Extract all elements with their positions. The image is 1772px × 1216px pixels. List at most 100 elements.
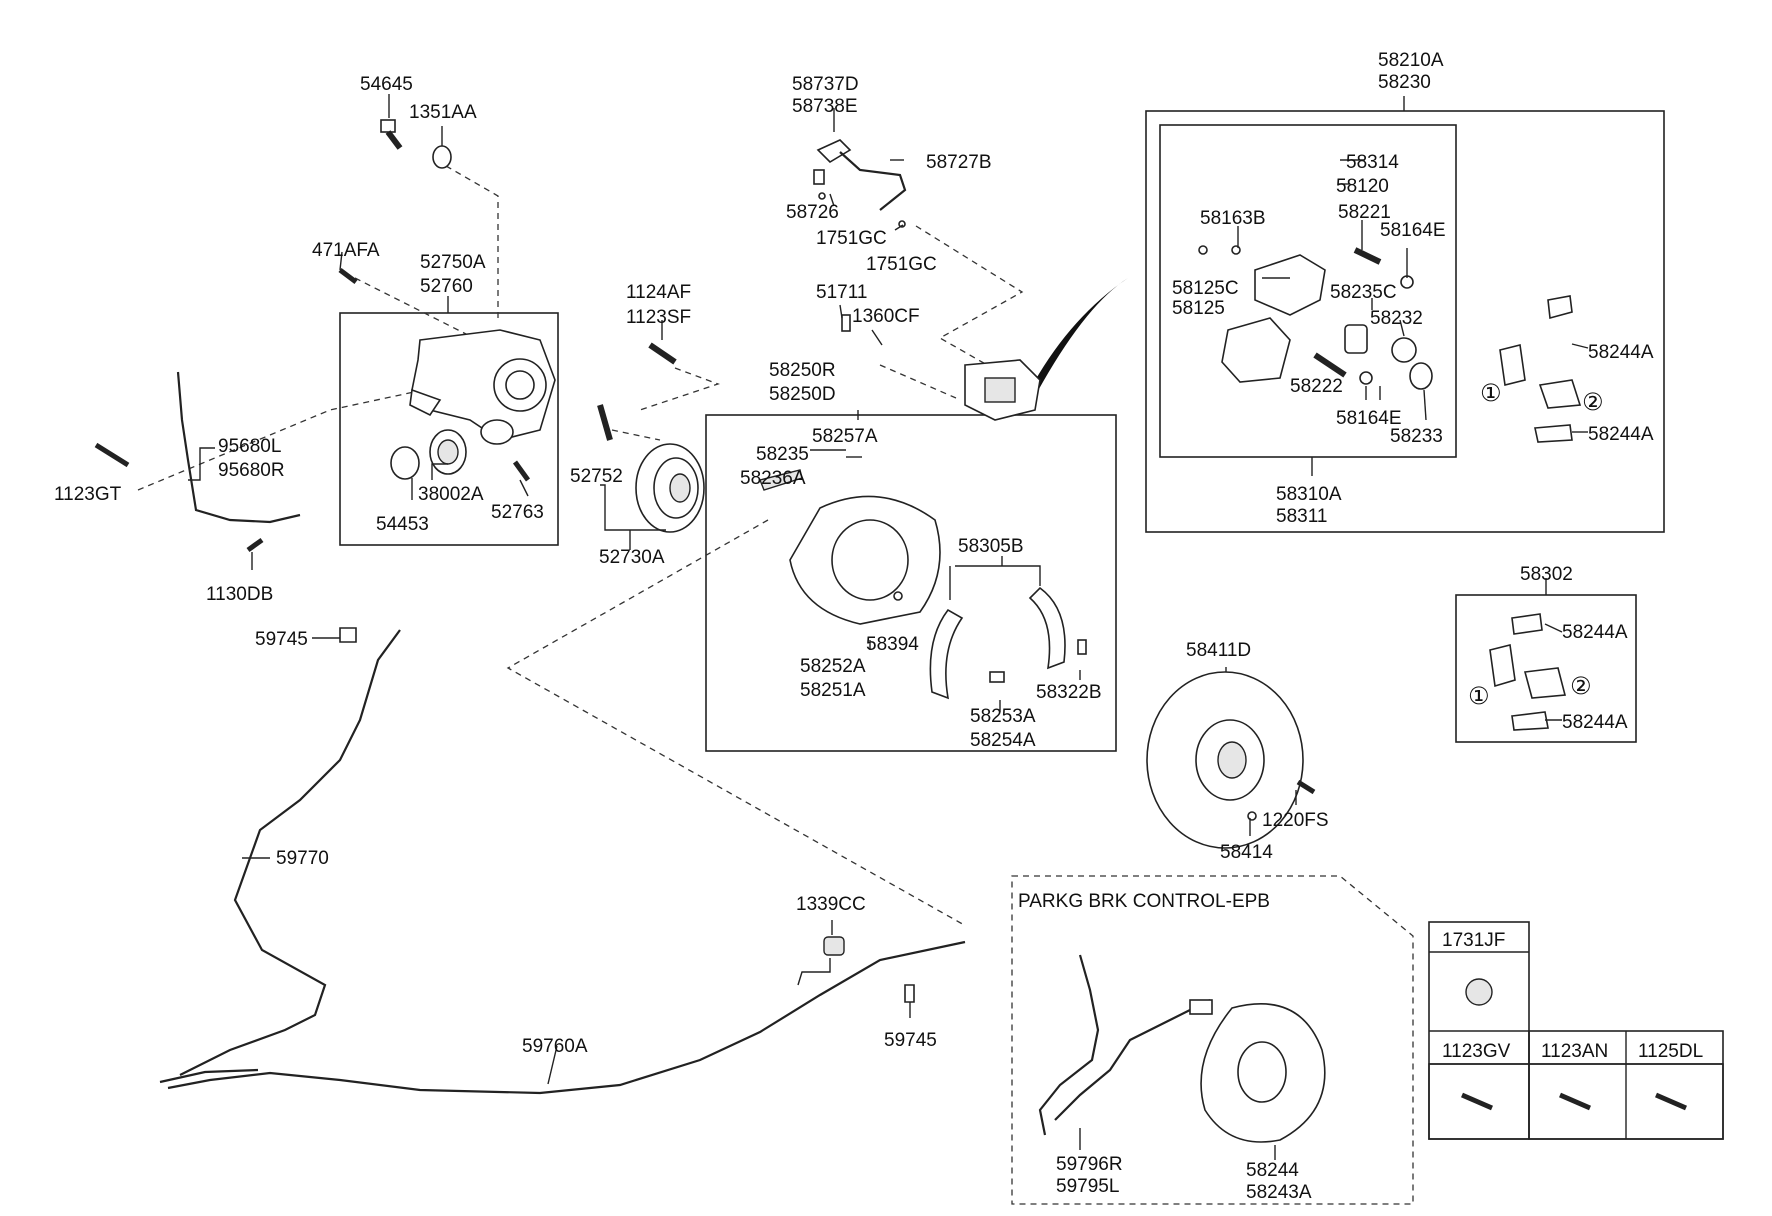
part-label: 59745 xyxy=(255,629,308,650)
part-label: 59770 xyxy=(276,848,329,869)
bolt-1220FS xyxy=(1296,779,1316,795)
part-label: 1123GT xyxy=(54,484,122,505)
part-label: 58251A xyxy=(800,680,866,701)
part-label: 58235 xyxy=(756,444,809,465)
part-label: 58164E xyxy=(1336,408,1402,429)
plug-icon xyxy=(1465,978,1493,1006)
part-label: 58232 xyxy=(1370,308,1423,329)
part-label: 52730A xyxy=(599,547,665,568)
washer-1351AA xyxy=(432,145,452,169)
part-label: 58230 xyxy=(1378,72,1431,93)
part-label: 58244A xyxy=(1588,424,1654,445)
part-label: 1751GC xyxy=(816,228,887,249)
part-label: 58244A xyxy=(1562,712,1628,733)
brake-disc xyxy=(1146,671,1304,849)
part-label: 1339CC xyxy=(796,894,866,915)
bolt-1130DB xyxy=(246,537,264,553)
callout-2: ② xyxy=(1582,389,1604,416)
part-label: 1124AF xyxy=(626,282,691,303)
nut-58414 xyxy=(1247,811,1257,821)
part-label: 58163B xyxy=(1200,208,1266,229)
knuckle-box xyxy=(339,312,559,546)
pads-set-2 xyxy=(1489,613,1567,731)
hub-bearing xyxy=(597,342,705,533)
part-label: 58250D xyxy=(769,384,836,405)
part-label: 58254A xyxy=(970,730,1036,751)
part-label: 58244 xyxy=(1246,1160,1299,1181)
hardware-table: 1731JF 1123GV 1123AN 1125DL xyxy=(1428,921,1724,1140)
part-label: 58305B xyxy=(958,536,1024,557)
bolt-icon xyxy=(1461,1092,1687,1111)
part-label: 58727B xyxy=(926,152,992,173)
part-label: 58738E xyxy=(792,96,858,117)
part-label: 58314 xyxy=(1346,152,1399,173)
backing-plate xyxy=(759,456,941,625)
hw-label-top: 1731JF xyxy=(1442,930,1505,951)
part-label: 95680L xyxy=(218,436,281,457)
part-label: 1123SF xyxy=(626,307,691,328)
pointer-arrow xyxy=(1026,278,1128,398)
part-label: 58233 xyxy=(1390,426,1443,447)
brake-shoes xyxy=(929,586,1087,700)
grommet-1339CC xyxy=(823,936,845,956)
part-label: 1130DB xyxy=(206,584,273,605)
sensor-cable xyxy=(176,371,301,524)
part-label: 58257A xyxy=(812,426,878,447)
part-label: 52760 xyxy=(420,276,473,297)
part-label: 58221 xyxy=(1338,202,1391,223)
parking-brake-box xyxy=(705,414,1117,752)
clip-59745-b xyxy=(904,984,915,1003)
part-label: 1220FS xyxy=(1262,810,1329,831)
part-label: 59796R xyxy=(1056,1154,1123,1175)
part-label: 58302 xyxy=(1520,564,1573,585)
callout-1b: ① xyxy=(1468,683,1490,710)
part-label: 58244A xyxy=(1562,622,1628,643)
part-label: 58244A xyxy=(1588,342,1654,363)
caliper-internals xyxy=(1198,245,1433,390)
hw-label-1: 1123GV xyxy=(1442,1041,1511,1062)
part-label: 1360CF xyxy=(852,306,920,327)
part-label: 54645 xyxy=(360,74,413,95)
bolt-471AFA xyxy=(338,268,358,284)
bushing-54453 xyxy=(390,446,420,480)
epb-box xyxy=(1011,875,1414,1205)
part-label: 59795L xyxy=(1056,1176,1119,1197)
part-label: 58737D xyxy=(792,74,859,95)
caliper-inner-box xyxy=(1159,124,1457,458)
part-label: 58120 xyxy=(1336,176,1389,197)
part-label: 58394 xyxy=(866,634,919,655)
leader-lines xyxy=(188,94,1589,1160)
part-label: 58310A xyxy=(1276,484,1342,505)
part-label: 58164E xyxy=(1380,220,1446,241)
epb-title: PARKG BRK CONTROL-EPB xyxy=(1018,891,1270,912)
knuckle xyxy=(409,329,556,445)
part-label: 471AFA xyxy=(312,240,380,261)
part-label: 58726 xyxy=(786,202,839,223)
part-label: 58411D xyxy=(1186,640,1251,661)
caliper-assembly xyxy=(964,359,1041,421)
part-label: 58125C xyxy=(1172,278,1239,299)
part-label: 1751GC xyxy=(866,254,937,275)
part-label: 58243A xyxy=(1246,1182,1312,1203)
part-label: 58252A xyxy=(800,656,866,677)
bolt-1123GT xyxy=(94,442,130,468)
callout-2b: ② xyxy=(1570,673,1592,700)
part-label: 95680R xyxy=(218,460,285,481)
callout-markers: ① ② ① ② xyxy=(1468,380,1604,710)
pads-set-1 xyxy=(1499,295,1582,443)
hw-label-2: 1123AN xyxy=(1541,1041,1608,1062)
part-label: 58235C xyxy=(1330,282,1397,303)
part-label: 58222 xyxy=(1290,376,1343,397)
part-label: 58210A xyxy=(1378,50,1444,71)
part-label: 58322B xyxy=(1036,682,1102,703)
part-label: 58125 xyxy=(1172,298,1225,319)
caliper-outer-box xyxy=(1145,110,1665,533)
part-label: 58253A xyxy=(970,706,1036,727)
cable-bracket xyxy=(813,139,907,332)
callout-1: ① xyxy=(1480,380,1502,407)
bolt-54645 xyxy=(380,119,403,150)
part-label: 58414 xyxy=(1220,842,1273,863)
part-label: 52763 xyxy=(491,502,544,523)
bolt-52763 xyxy=(512,460,531,482)
